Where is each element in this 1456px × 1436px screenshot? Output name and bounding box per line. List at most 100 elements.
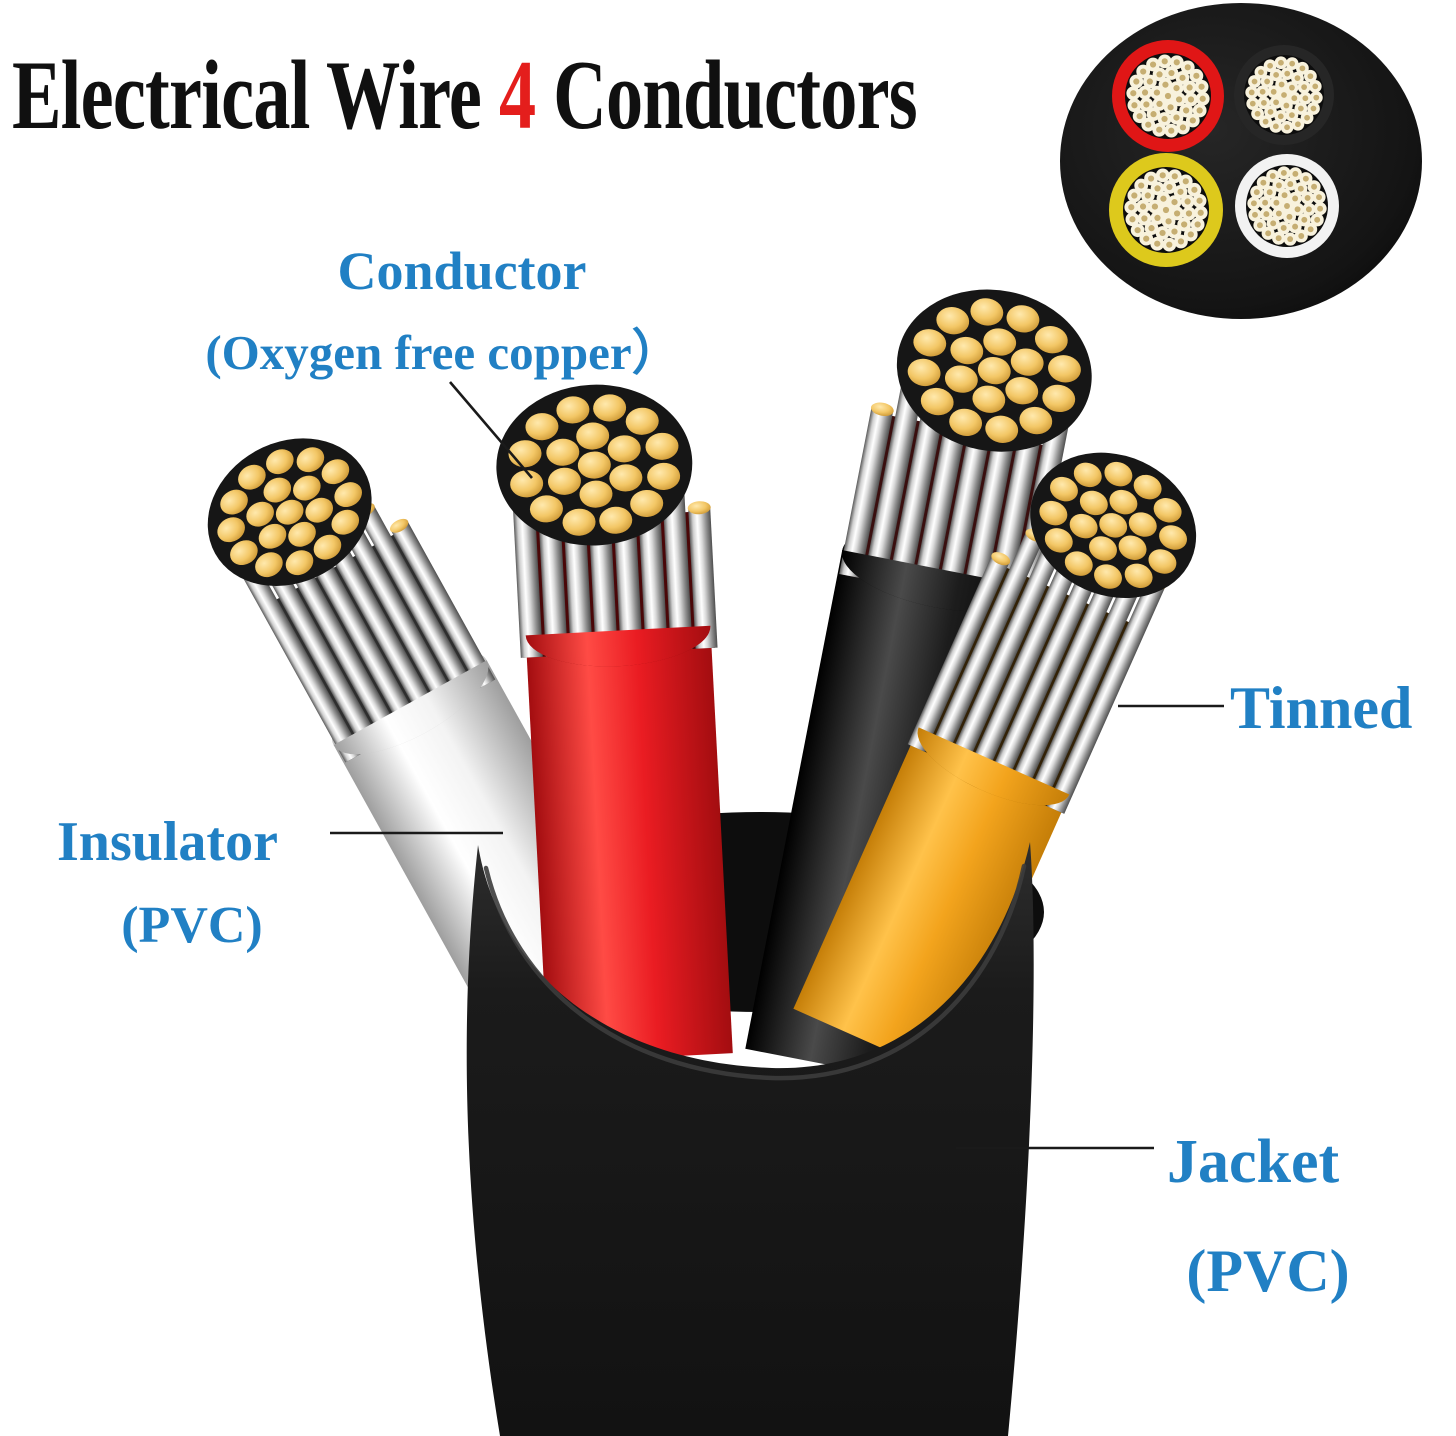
- copper-strand-end: [230, 540, 258, 566]
- wire-red: [496, 384, 733, 1063]
- strand-dot-center: [1173, 59, 1180, 66]
- strand-dot-center: [1177, 188, 1184, 195]
- strand-dot-center: [1304, 114, 1310, 121]
- strand-dot-center: [1159, 229, 1166, 237]
- strand-dot-center: [1287, 181, 1294, 188]
- strand-dot-center: [1275, 210, 1282, 217]
- strand-dot-center: [1289, 60, 1296, 67]
- strand-dot-center: [1138, 182, 1145, 189]
- strand-dot-center: [1275, 182, 1282, 189]
- strand-dot-center: [1273, 99, 1279, 106]
- tinned-strand: [240, 564, 363, 763]
- strand-dot-center: [1187, 231, 1194, 238]
- tinned-strand: [326, 494, 458, 710]
- copper-strand-end: [217, 517, 245, 543]
- strand-dot-center: [1310, 105, 1317, 112]
- copper-strand-tip: [870, 402, 894, 416]
- strand-dot-center: [1147, 175, 1155, 182]
- insulator-sublabel: (PVC): [121, 897, 263, 954]
- copper-strand-end: [258, 523, 287, 549]
- strand-dot-center: [1302, 175, 1309, 182]
- leader-lines: [330, 381, 1224, 1150]
- copper-strand-end: [1042, 384, 1076, 413]
- strand-dot-center: [1156, 71, 1163, 78]
- strand-dot-center: [1262, 199, 1269, 206]
- strand-dot-center: [1292, 195, 1299, 202]
- copper-strand-end: [293, 475, 321, 501]
- copper-strand-end: [556, 396, 590, 424]
- strand-dot-center: [1149, 61, 1157, 68]
- tinned-strand: [863, 385, 923, 583]
- copper-strand-end: [920, 387, 954, 416]
- copper-strand-end: [255, 552, 283, 578]
- strand-dot-center: [1145, 121, 1152, 128]
- strand-dot-center: [1128, 204, 1135, 211]
- copper-strand-end: [1109, 489, 1138, 515]
- strand-dot-center: [1291, 95, 1298, 102]
- strand-dot-center: [1302, 95, 1309, 102]
- strand-dot-center: [1289, 84, 1295, 91]
- strand-dot-center: [1194, 221, 1201, 228]
- copper-strand-end: [1089, 536, 1117, 561]
- jacket-sublabel: (PVC): [1186, 1238, 1349, 1304]
- copper-strand-end: [562, 508, 596, 536]
- strand-dot-center: [1131, 192, 1138, 199]
- strand-dot-center: [1301, 216, 1308, 223]
- copper-strand-end: [1159, 525, 1188, 550]
- copper-strand-tip: [390, 518, 409, 533]
- cross-section-conductor-yellow: [1109, 153, 1223, 267]
- strand-dot-center: [1175, 96, 1183, 103]
- copper-strand-end: [1039, 500, 1068, 526]
- strand-dot-center: [1156, 126, 1163, 133]
- strand-dot-center: [1168, 127, 1175, 134]
- insulation-rim-front: [525, 625, 711, 667]
- cross-section-conductor-white: [1235, 154, 1339, 258]
- strand-dot-center: [1252, 211, 1258, 218]
- strand-dot-center: [1159, 172, 1166, 179]
- conductor-label: Conductor: [337, 241, 586, 301]
- copper-strand-end: [1006, 305, 1040, 333]
- insulation-rim-front: [333, 660, 489, 755]
- strand-dot-center: [1259, 88, 1266, 95]
- strand-dot-center: [1299, 65, 1306, 72]
- copper-strand-end: [263, 477, 292, 503]
- strand-dot-center: [1314, 216, 1321, 223]
- strand-dot-center: [1301, 84, 1307, 90]
- strand-dot-center: [1272, 123, 1279, 130]
- copper-strand-end: [1124, 563, 1153, 589]
- copper-strand-end: [936, 307, 970, 335]
- copper-strand-end: [983, 328, 1017, 356]
- copper-strand-end: [1048, 355, 1081, 383]
- strand-dot-center: [1130, 90, 1137, 97]
- strand-dot-center: [1197, 209, 1204, 216]
- strand-dot-center: [1184, 64, 1191, 71]
- strand-dot-center: [1307, 73, 1314, 80]
- strand-dot-center: [1156, 100, 1163, 107]
- copper-strand-end: [510, 470, 544, 498]
- strand-dot-center: [1164, 92, 1172, 100]
- copper-strand-end: [1005, 377, 1039, 405]
- copper-strand-end: [1079, 490, 1108, 516]
- strand-dot-center: [1167, 104, 1174, 111]
- tinned-strand: [1026, 538, 1160, 806]
- strand-dot-center: [1298, 233, 1305, 239]
- strand-dot-center: [1278, 59, 1284, 66]
- strand-dot-center: [1304, 194, 1311, 201]
- copper-strand-end: [1073, 462, 1102, 488]
- insulation-rim-front: [917, 727, 1070, 806]
- wire-yellow: [793, 452, 1197, 1076]
- strand-dot-center: [1183, 107, 1190, 114]
- copper-strand-end: [305, 497, 334, 523]
- strand-dot-center: [1312, 83, 1319, 90]
- strand-dot-center: [1166, 183, 1173, 191]
- strand-dot-center: [1171, 228, 1178, 235]
- insulation-tube: [525, 625, 733, 1063]
- copper-strand-end: [609, 464, 643, 492]
- copper-strand-end: [246, 501, 274, 527]
- strand-dot-center: [1297, 185, 1304, 192]
- strand-bundle-cap: [1030, 452, 1197, 599]
- title-number: 4: [499, 40, 535, 150]
- copper-strand-end: [625, 407, 659, 435]
- copper-strand-end: [907, 358, 941, 387]
